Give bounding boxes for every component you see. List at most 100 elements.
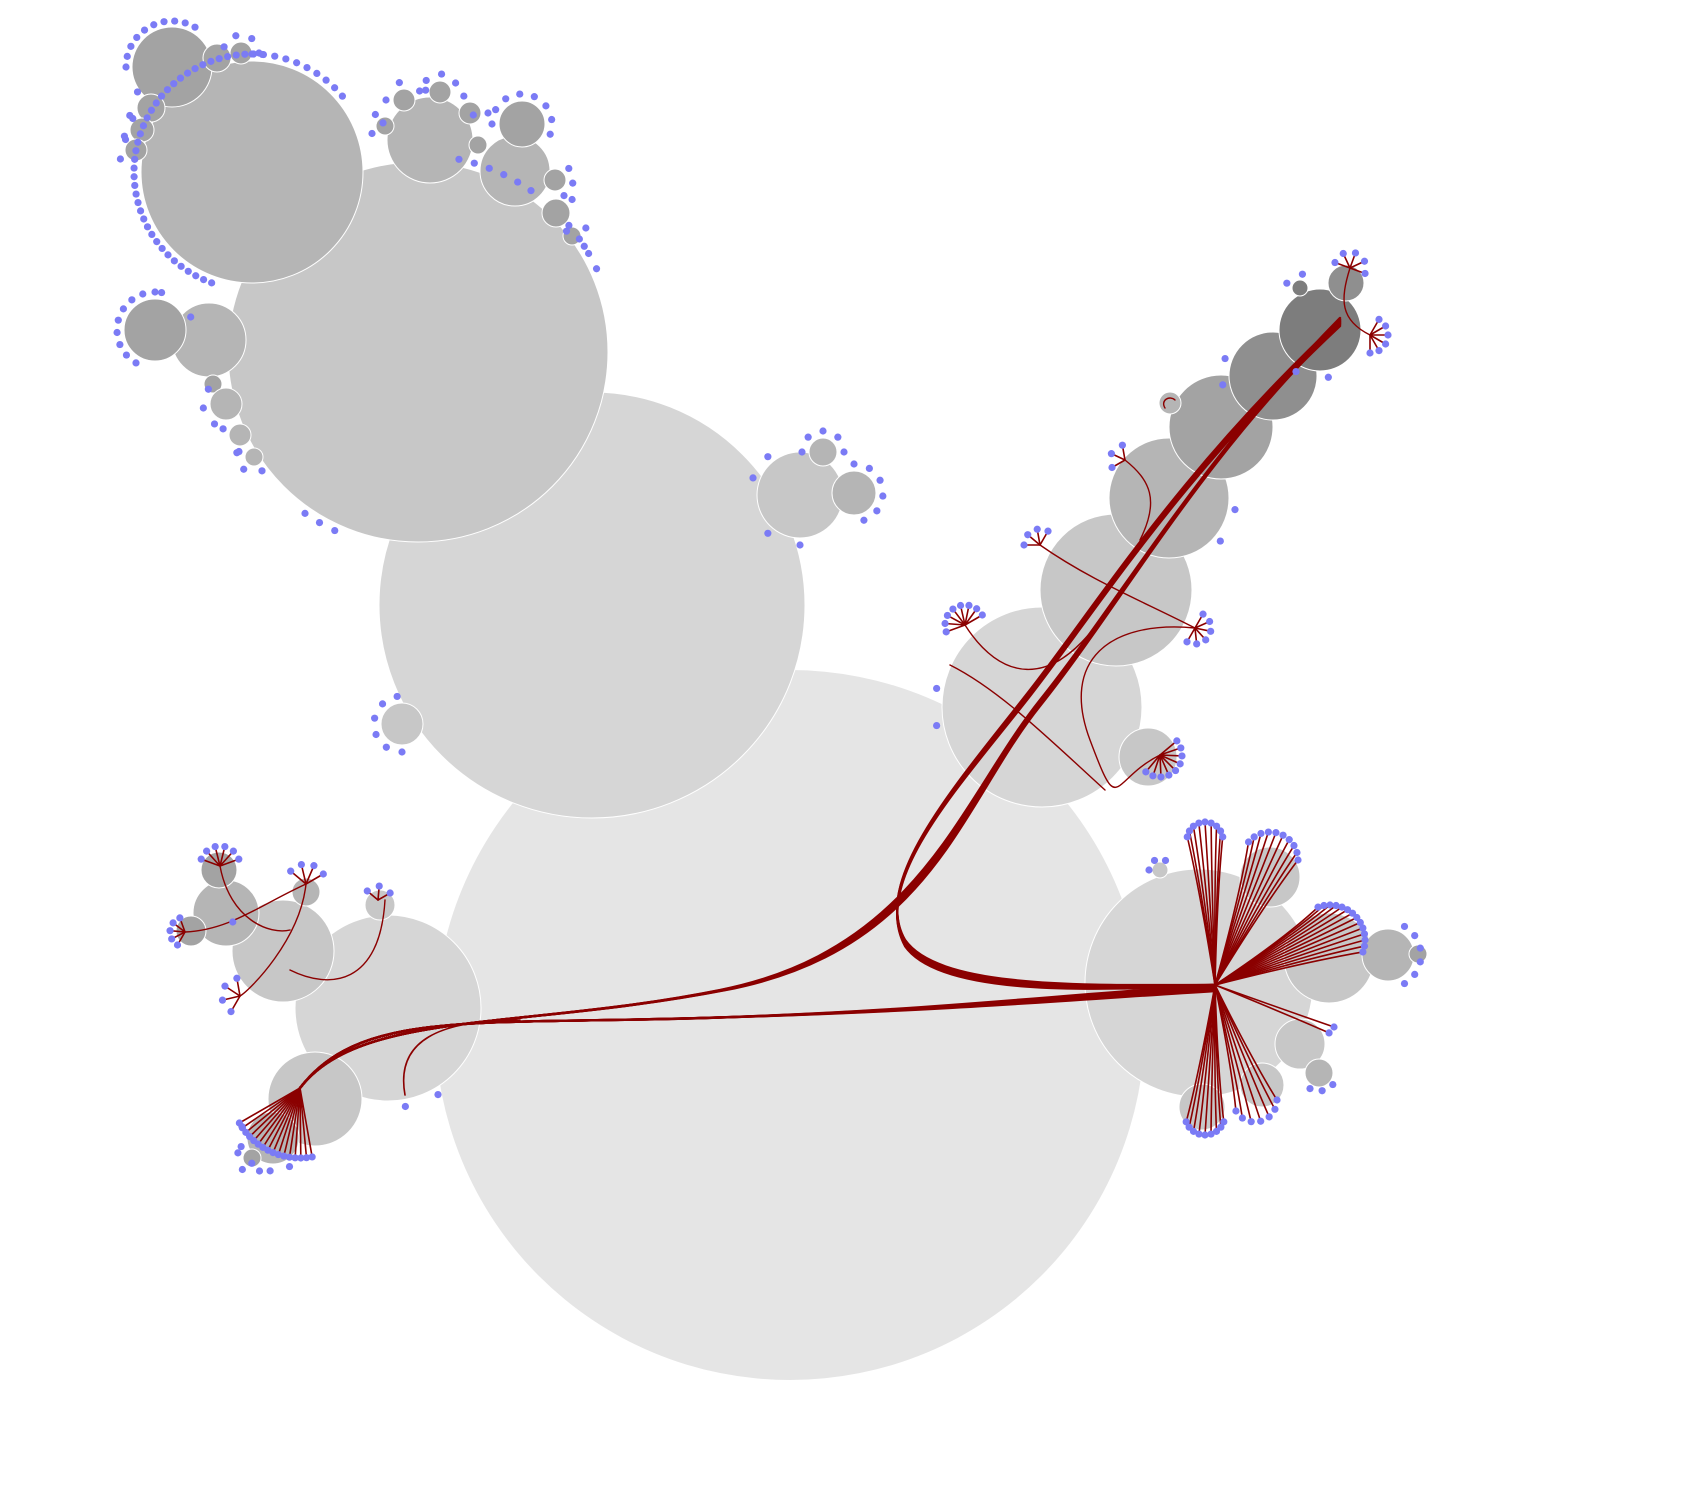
top-left-cap-dot [248,50,256,58]
left-branch-fan-dot [169,919,177,927]
right-fan-bottom-dot [1212,1127,1221,1135]
right-far-dot [1161,856,1170,865]
left-branch-circle [364,889,396,921]
mid-right-pair-dot [804,433,812,441]
chain-fan-dot [1193,640,1201,648]
mid-right-pair-circle [808,437,838,467]
top-right-node-dot [460,92,468,100]
right-fan-topright-dot [1244,838,1253,846]
right-fan-right-dot [1360,930,1369,938]
top-left-large-dot [527,187,535,195]
top-right-node-dot [546,130,554,138]
left-branch-circle [291,877,321,907]
left-branch-fan-dot [227,1007,235,1016]
top-right-node-circle [543,168,567,192]
bundle-right-chain [896,324,1342,990]
left-branch-fan-dot [168,935,176,943]
right-chain-circle [1291,279,1309,297]
chain-fan-dot [1118,441,1126,449]
bundle-left-stub [402,1019,521,1096]
right-fan-topright-dot [1250,833,1258,841]
top-right-node-dot [548,115,556,124]
right-fan-bottomright-edge [1214,984,1237,1112]
top-left-cap-dot [130,173,138,181]
left-pair-dot [132,359,140,367]
chain-fan-dot [1173,737,1181,745]
left-pair-dot [122,351,131,359]
right-fan-topright-dot [1294,856,1302,864]
top-right-node-circle [392,88,416,112]
right-chain-dot [1292,367,1300,376]
top-left-cap-dot [331,84,339,92]
top-left-cap-dot [143,114,151,122]
chain-fan-dot [943,611,952,620]
right-fan-top-dot [1189,822,1198,830]
right-branch-circle [1151,861,1169,879]
left-branch-fan-dot [173,941,182,949]
right-fan-right-dot [1359,924,1367,932]
lower-chain-dot [301,509,309,517]
top-left-cap-dot [207,57,215,65]
top-right-node-dot [530,93,538,101]
top-left-cap-dot [176,74,185,82]
right-fan-bottomright-dot [1232,1107,1240,1115]
top-right-node-dot [368,129,376,138]
top-right-node-dot [569,179,577,187]
left-lower-fan-dot [255,1167,264,1175]
chain-fan-dot [1381,340,1390,348]
top-right-node-circle [541,198,571,228]
right-far-dot [1145,866,1153,874]
right-fan-right-dot [1359,948,1367,956]
mid-right-pair-dot [796,541,804,549]
mid-right-pair-circle [831,470,877,516]
chain-fan-dot [949,605,957,613]
right-fan-top-dot [1207,819,1215,827]
right-chain-dot [1283,279,1291,287]
lower-chain-dot [204,385,212,393]
top-right-node-circle [458,101,482,125]
right-far-dot [1411,970,1419,978]
chain-fan-dot [973,605,981,613]
left-lower-fan-dot [266,1167,274,1175]
mid-right-pair-dot [798,448,806,456]
chain-edge [949,664,1106,791]
top-left-cap-dot [143,223,152,231]
right-chain-circle [1158,391,1182,415]
left-branch-fan-dot [221,982,229,990]
cap-node-dot [160,18,168,26]
mid-right-pair-dot [860,516,868,524]
left-pair-dot [187,313,195,321]
right-fan-right-dot [1332,901,1340,910]
top-right-node-dot [542,102,550,110]
left-lower-fan-dot [280,1152,288,1160]
mid-right-pair-dot [850,460,858,468]
top-left-cap-dot [136,130,144,138]
chain-fan-dot [1171,766,1180,775]
right-fan-topright-edge [1214,831,1270,986]
left-lower-fan-dot [285,1162,294,1171]
mid-right-pair-dot [873,507,881,515]
top-right-node-dot [415,87,424,95]
top-left-cap-dot [140,215,148,223]
top-right-node-dot [469,111,477,119]
right-fan-bottomright-dot [1257,1117,1265,1125]
mid-right-pair-dot [764,453,772,461]
top-left-cap-dot [208,279,216,287]
chain-edge [1080,626,1196,789]
cap-node-circle [131,26,213,108]
lone-left-dot [372,730,380,739]
right-fan-topright-edge [1214,838,1291,986]
top-left-cap-dot [130,164,138,172]
top-left-cap-dot [152,99,160,107]
right-branch-circle [1361,928,1415,982]
lone-left-dot [382,743,390,751]
chain-fan-dot [1381,322,1390,330]
left-lower-fan-dot [274,1150,282,1159]
top-left-cap-dot [271,52,279,60]
left-branch-fan-dot [386,889,394,897]
cap-node-dot [248,34,256,43]
left-lower-fan-dot [297,1154,305,1162]
left-branch-fan-dot [203,847,211,855]
chain-fan-dot [978,611,986,619]
right-fan-topright-dot [1279,831,1287,839]
